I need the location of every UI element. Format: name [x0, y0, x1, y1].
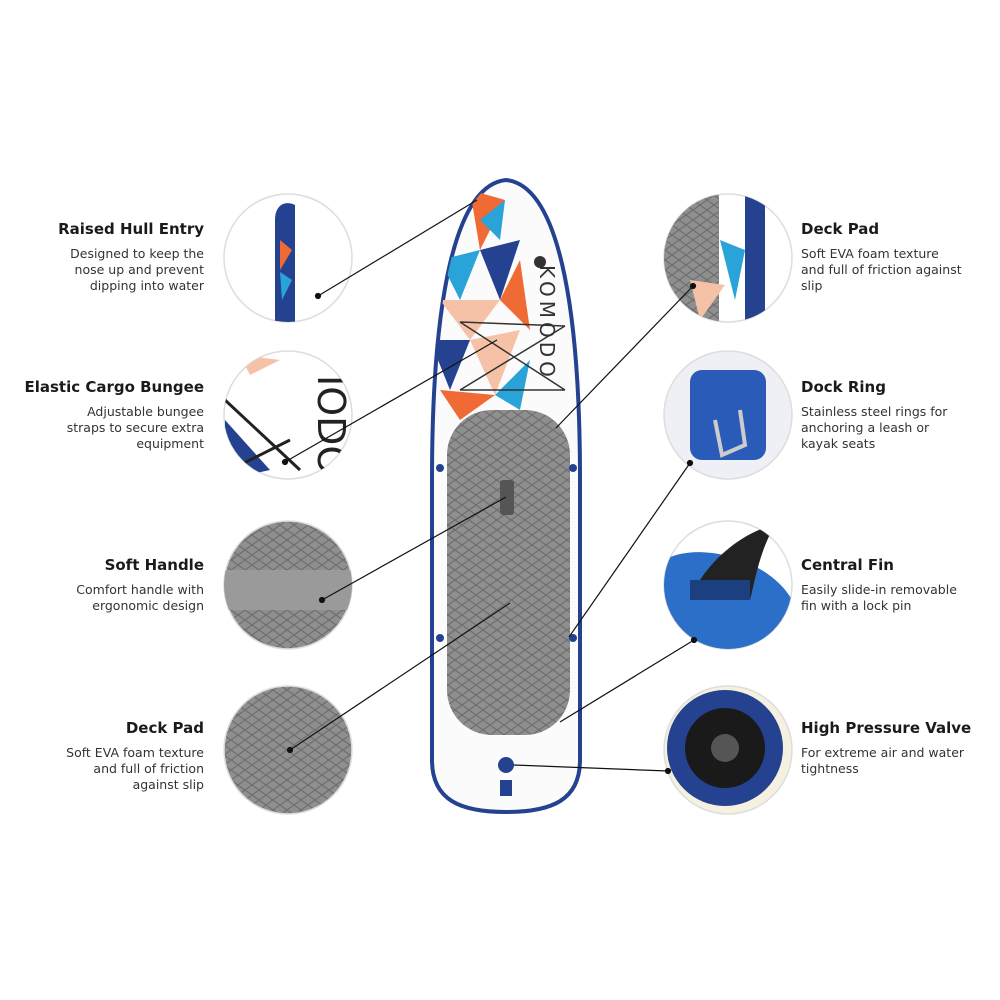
feature-desc-line: tightness [801, 761, 859, 776]
feature-title: High Pressure Valve [801, 719, 972, 737]
feature-title: Elastic Cargo Bungee [24, 378, 204, 396]
feature-desc-line: Stainless steel rings for [801, 404, 948, 419]
detail-deck-pad-right [663, 193, 793, 323]
detail-cargo-bungee: IODO [223, 350, 353, 480]
feature-desc-line: Easily slide-in removable [801, 582, 957, 597]
detail-raised-hull [223, 193, 353, 323]
feature-desc-line: equipment [136, 436, 204, 451]
feature-desc-line: kayak seats [801, 436, 876, 451]
callout-lines [281, 199, 698, 775]
feature-desc-line: dipping into water [89, 278, 204, 293]
feature-desc-line: Soft EVA foam texture [66, 745, 204, 760]
detail-dock-ring [663, 350, 793, 480]
feature-desc-line: For extreme air and water [801, 745, 965, 760]
geometric-graphic [432, 190, 530, 420]
feature-desc-line: Designed to keep the [70, 246, 204, 261]
feature-desc-line: Comfort handle with [76, 582, 204, 597]
feature-title: Soft Handle [104, 556, 204, 574]
feature-title: Deck Pad [801, 220, 880, 238]
feature-desc-line: Adjustable bungee [87, 404, 204, 419]
feature-desc-line: and full of friction against [801, 262, 962, 277]
detail-soft-handle [223, 520, 353, 650]
valve [498, 757, 514, 773]
feature-title: Deck Pad [125, 719, 204, 737]
feature-title: Central Fin [801, 556, 894, 574]
detail-valve [663, 685, 793, 815]
feature-desc-line: against slip [132, 777, 204, 792]
feature-desc-line: anchoring a leash or [801, 420, 930, 435]
brand-logo-mark [534, 256, 546, 268]
brand-logo: KOMODO [535, 265, 559, 381]
paddle-board: KOMODO [430, 177, 582, 815]
feature-desc-line: slip [801, 278, 823, 293]
handle [500, 480, 514, 515]
feature-desc-line: fin with a lock pin [801, 598, 912, 613]
dock-rings [436, 464, 577, 642]
cargo-bungee [459, 321, 566, 391]
feature-desc-line: nose up and prevent [74, 262, 204, 277]
detail-central-fin [663, 520, 793, 650]
deck-pad [447, 410, 570, 735]
svg-text:IODO: IODO [309, 375, 353, 475]
feature-title: Dock Ring [801, 378, 886, 396]
feature-desc-line: and full of friction [93, 761, 204, 776]
feature-desc-line: ergonomic design [92, 598, 204, 613]
feature-desc-line: Soft EVA foam texture [801, 246, 939, 261]
feature-desc-line: straps to secure extra [66, 420, 204, 435]
feature-title: Raised Hull Entry [58, 220, 204, 238]
feature-high-pressure-valve: High Pressure Valve For extreme air and … [801, 719, 1000, 777]
fin-box [500, 780, 512, 796]
